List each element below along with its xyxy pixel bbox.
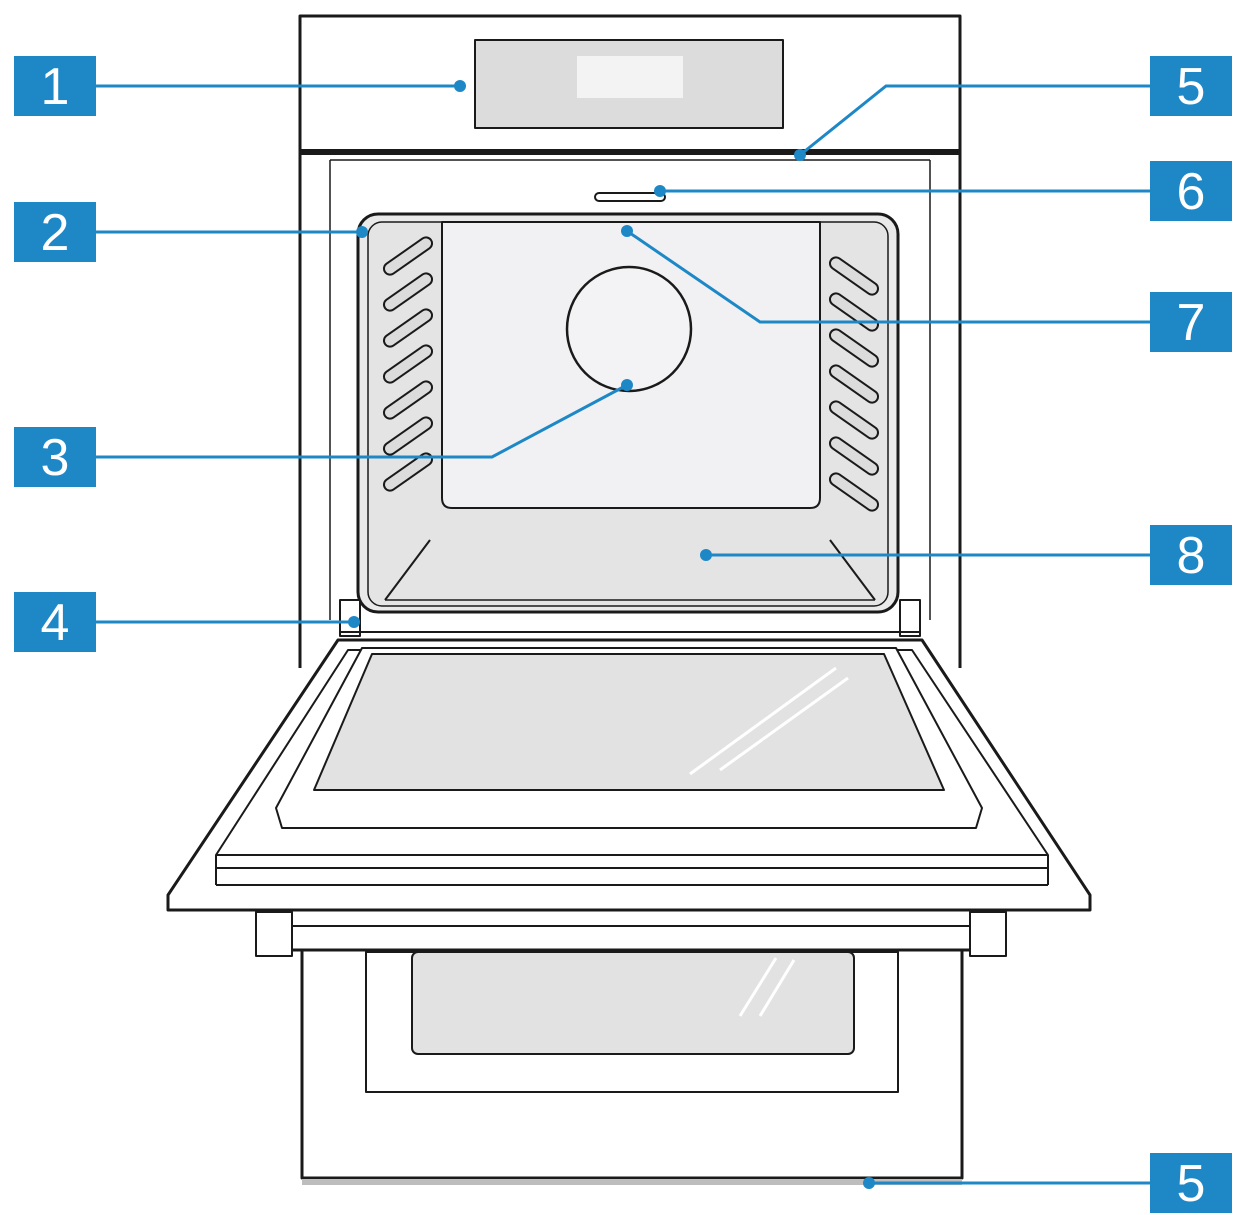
- callout-6: 6: [1150, 161, 1232, 221]
- callout-8-label: 8: [1177, 527, 1206, 585]
- callout-5-top-label: 5: [1177, 58, 1206, 116]
- callout-7-label: 7: [1177, 294, 1206, 352]
- callout-5-bottom: 5: [1150, 1153, 1232, 1213]
- callout-6-label: 6: [1177, 163, 1206, 221]
- leader-3: [95, 383, 628, 459]
- oven-lamp: [594, 192, 666, 202]
- leader-7: [626, 229, 1150, 324]
- left-shelf-supports: [382, 236, 434, 492]
- callout-leaders: [95, 84, 1150, 1185]
- callout-3-label: 3: [41, 429, 70, 487]
- callout-2-label: 2: [41, 204, 70, 262]
- callout-7: 7: [1150, 292, 1232, 352]
- callout-1-label: 1: [41, 58, 70, 116]
- callout-5-top: 5: [1150, 56, 1232, 116]
- right-hinge: [899, 599, 921, 637]
- door-glass: [313, 653, 945, 791]
- lower-drawer-glass: [411, 951, 855, 1055]
- callout-3: 3: [14, 427, 96, 487]
- callout-8: 8: [1150, 525, 1232, 585]
- right-shelf-supports: [828, 256, 880, 512]
- oven-illustration: [166, 14, 1092, 1185]
- display-screen: [577, 56, 683, 98]
- callout-4: 4: [14, 592, 96, 652]
- fan-cover: [565, 265, 693, 393]
- leader-5-top: [799, 84, 1150, 157]
- callout-1: 1: [14, 56, 96, 116]
- callout-endpoints: [348, 80, 875, 1189]
- callout-2: 2: [14, 202, 96, 262]
- callout-4-label: 4: [41, 594, 70, 652]
- callout-5-bottom-label: 5: [1177, 1155, 1206, 1213]
